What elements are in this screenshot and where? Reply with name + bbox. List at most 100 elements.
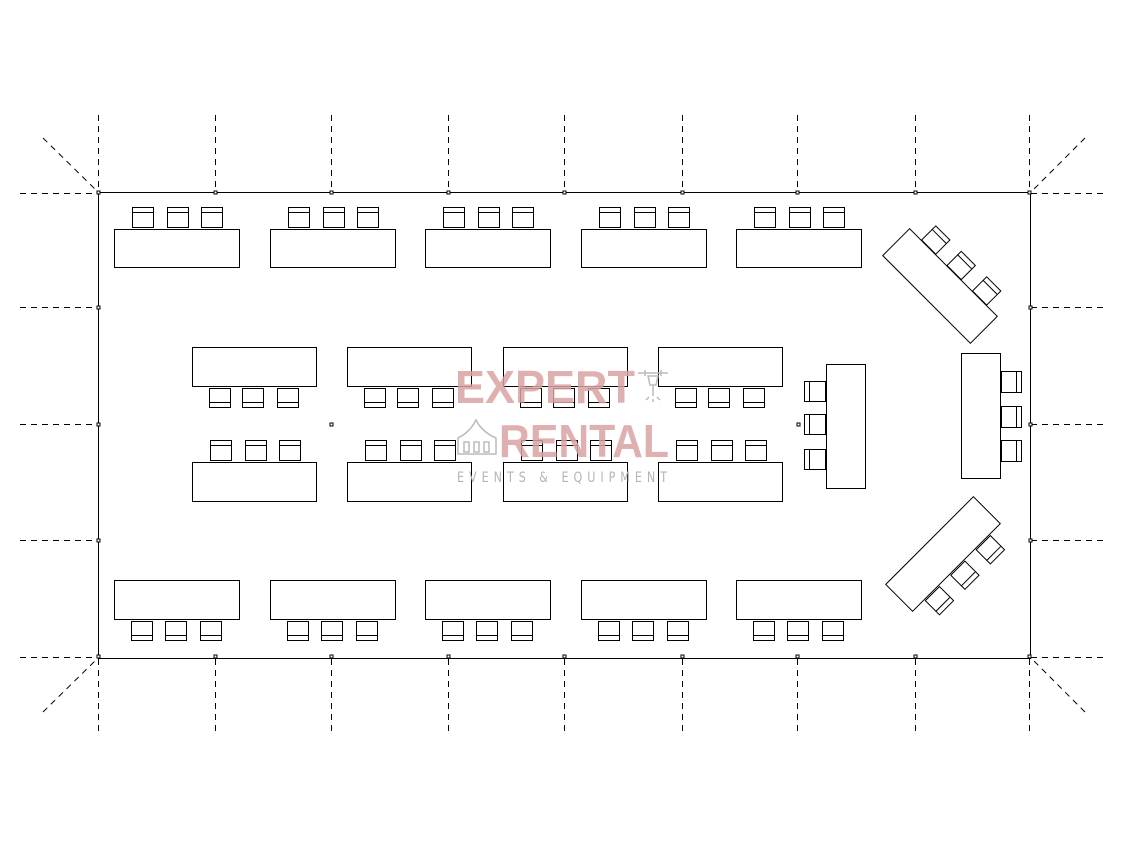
chair	[245, 440, 267, 461]
table	[581, 229, 707, 268]
guide-line	[42, 137, 99, 193]
chair	[365, 440, 387, 461]
chair	[209, 388, 231, 408]
table	[425, 580, 551, 620]
chair-back	[935, 597, 951, 612]
table	[114, 229, 240, 268]
chair	[599, 207, 621, 228]
tent-pole	[446, 190, 451, 195]
table	[347, 462, 472, 502]
chair	[598, 621, 620, 641]
chair	[432, 388, 454, 408]
tent-pole	[795, 190, 800, 195]
chair	[823, 207, 845, 228]
chair	[804, 449, 826, 470]
tent-pole	[796, 422, 801, 427]
furniture	[114, 207, 1022, 641]
table	[885, 496, 1001, 612]
chair	[167, 207, 189, 228]
tent-pole	[1028, 422, 1033, 427]
tent-pole	[562, 190, 567, 195]
chair-back	[960, 571, 976, 587]
chair	[804, 381, 826, 402]
chair	[822, 621, 844, 641]
tent-pole	[329, 190, 334, 195]
guide-line	[1030, 657, 1086, 713]
chair-back	[982, 279, 998, 295]
chair	[556, 440, 578, 461]
chair-back	[986, 546, 1001, 562]
chair	[753, 621, 775, 641]
table	[658, 462, 783, 502]
chair	[400, 440, 422, 461]
tent-guide-lines	[20, 115, 1108, 735]
table	[826, 364, 866, 489]
chair	[200, 621, 222, 641]
tent-pole	[1027, 654, 1032, 659]
chair	[787, 621, 809, 641]
chair	[279, 440, 301, 461]
chair	[675, 388, 697, 408]
chair	[288, 207, 310, 228]
table	[503, 347, 628, 387]
tent-pole	[680, 654, 685, 659]
table	[270, 229, 396, 268]
chair	[321, 621, 343, 641]
table	[961, 353, 1001, 479]
chair	[512, 207, 534, 228]
chair	[946, 250, 977, 281]
tent-pole	[562, 654, 567, 659]
table	[503, 462, 628, 502]
chair	[132, 207, 154, 228]
table	[425, 229, 551, 268]
tent-poles	[96, 190, 1033, 659]
chair	[975, 534, 1006, 565]
chair	[950, 560, 980, 591]
table-group	[885, 496, 1006, 616]
chair	[924, 585, 955, 616]
chair	[676, 440, 698, 461]
chair	[745, 440, 767, 461]
table	[114, 580, 240, 620]
tent-pole	[96, 422, 101, 427]
tent-pole	[913, 190, 918, 195]
tent-pole	[1028, 305, 1033, 310]
table	[882, 228, 998, 344]
tent-pole	[680, 190, 685, 195]
chair	[242, 388, 264, 408]
chair	[434, 440, 456, 461]
chair	[553, 388, 575, 408]
chair	[443, 207, 465, 228]
chair	[632, 621, 654, 641]
chair	[668, 207, 690, 228]
watermark-tagline: EVENTS & EQUIPMENT	[457, 470, 672, 486]
chair	[754, 207, 776, 228]
chair	[588, 388, 610, 408]
table	[270, 580, 396, 620]
chair	[476, 621, 498, 641]
chair	[357, 207, 379, 228]
tent-logo-icon	[457, 418, 497, 455]
chair	[201, 207, 223, 228]
chair	[478, 207, 500, 228]
chair	[743, 388, 765, 408]
table	[192, 462, 317, 502]
chair	[634, 207, 656, 228]
chair	[397, 388, 419, 408]
tent-pole	[96, 654, 101, 659]
tent-pole	[1027, 190, 1032, 195]
chair	[711, 440, 733, 461]
tent-pole	[446, 654, 451, 659]
tent-pole	[795, 654, 800, 659]
guide-line	[42, 657, 99, 713]
tent-pole	[96, 538, 101, 543]
table	[658, 347, 783, 387]
chair	[364, 388, 386, 408]
table	[347, 347, 472, 387]
chair	[971, 276, 1002, 306]
tent-pole	[213, 654, 218, 659]
chair	[442, 621, 464, 641]
chair	[131, 621, 153, 641]
tent-pole	[213, 190, 218, 195]
